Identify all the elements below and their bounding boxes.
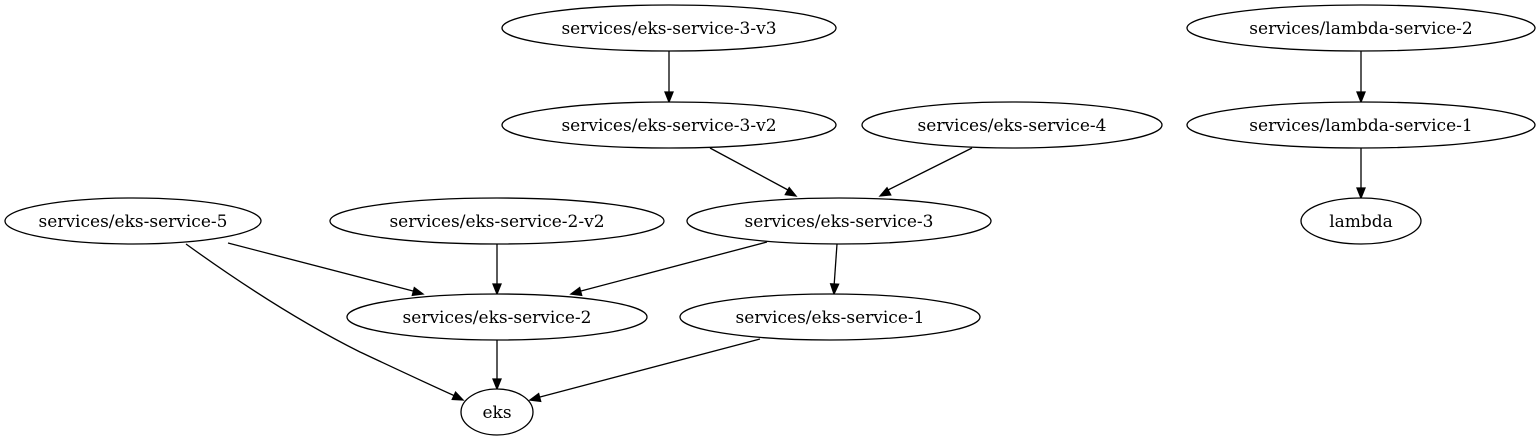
node-ellipse xyxy=(1186,4,1536,52)
arrowhead xyxy=(664,91,674,104)
node-eks: eks xyxy=(460,388,534,436)
edge-eks4-to-eks3 xyxy=(878,147,973,197)
node-ellipse xyxy=(686,197,992,245)
edge-lambda2-to-lambda1 xyxy=(1356,51,1366,104)
node-label: services/eks-service-3 xyxy=(745,212,934,232)
node-lambda: lambda xyxy=(1300,197,1422,245)
node-ellipse xyxy=(4,197,262,245)
node-eks2: services/eks-service-2 xyxy=(346,293,648,341)
arrowhead xyxy=(492,283,502,296)
arrowhead xyxy=(528,392,542,403)
node-ellipse xyxy=(1186,101,1536,149)
arrowhead xyxy=(829,283,840,296)
arrowhead xyxy=(492,378,502,391)
arrowhead xyxy=(878,186,892,197)
node-label: eks xyxy=(482,403,511,423)
edge-line xyxy=(539,338,761,398)
node-label: services/lambda-service-1 xyxy=(1249,116,1472,136)
node-eks3v3: services/eks-service-3-v3 xyxy=(501,4,837,52)
node-eks4: services/eks-service-4 xyxy=(861,101,1163,149)
node-label: services/lambda-service-2 xyxy=(1249,19,1472,39)
edge-eks2v2-to-eks2 xyxy=(492,244,502,296)
node-eks2v2: services/eks-service-2-v2 xyxy=(329,197,665,245)
node-eks3v2: services/eks-service-3-v2 xyxy=(501,101,837,149)
edge-line xyxy=(185,243,456,397)
node-ellipse xyxy=(679,293,981,341)
edge-eks2-to-eks xyxy=(492,340,502,391)
nodes-layer: services/eks-service-3-v3 services/eks-se… xyxy=(4,4,1536,436)
arrowhead xyxy=(451,391,465,401)
node-label: services/eks-service-3-v3 xyxy=(561,19,776,39)
edge-line xyxy=(227,242,414,292)
node-label: services/eks-service-1 xyxy=(736,308,925,328)
edge-eks3-to-eks1 xyxy=(829,243,840,296)
node-lambda1: services/lambda-service-1 xyxy=(1186,101,1536,149)
edge-eks5-to-eks2 xyxy=(227,242,425,297)
edge-eks3v3-to-eks3v2 xyxy=(664,51,674,104)
arrowhead xyxy=(1356,91,1366,104)
node-ellipse xyxy=(861,101,1163,149)
node-label: services/eks-service-3-v2 xyxy=(561,116,776,136)
edges-layer xyxy=(185,51,1366,403)
edge-line xyxy=(709,147,789,191)
node-lambda2: services/lambda-service-2 xyxy=(1186,4,1536,52)
node-ellipse xyxy=(501,4,837,52)
edge-lambda1-to-lambda xyxy=(1356,148,1366,200)
edge-line xyxy=(887,147,973,191)
arrowhead xyxy=(569,286,583,297)
node-ellipse xyxy=(329,197,665,245)
node-eks3: services/eks-service-3 xyxy=(686,197,992,245)
edge-eks1-to-eks xyxy=(528,338,761,403)
node-ellipse xyxy=(346,293,648,341)
node-ellipse xyxy=(1300,197,1422,245)
node-label: lambda xyxy=(1329,212,1393,232)
node-ellipse xyxy=(460,388,534,436)
arrowhead xyxy=(784,186,798,197)
edge-line xyxy=(833,243,838,288)
node-label: services/eks-service-4 xyxy=(918,116,1107,136)
edge-eks3-to-eks2 xyxy=(569,241,768,297)
node-ellipse xyxy=(501,101,837,149)
arrowhead xyxy=(411,286,425,297)
node-eks5: services/eks-service-5 xyxy=(4,197,262,245)
node-label: services/eks-service-2 xyxy=(403,308,592,328)
arrowhead xyxy=(1356,187,1366,200)
node-label: services/eks-service-5 xyxy=(39,212,228,232)
node-label: services/eks-service-2-v2 xyxy=(389,212,604,232)
edge-eks3v2-to-eks3 xyxy=(709,147,798,197)
node-eks1: services/eks-service-1 xyxy=(679,293,981,341)
edge-eks5-to-eks xyxy=(185,243,465,401)
edge-line xyxy=(580,241,768,292)
